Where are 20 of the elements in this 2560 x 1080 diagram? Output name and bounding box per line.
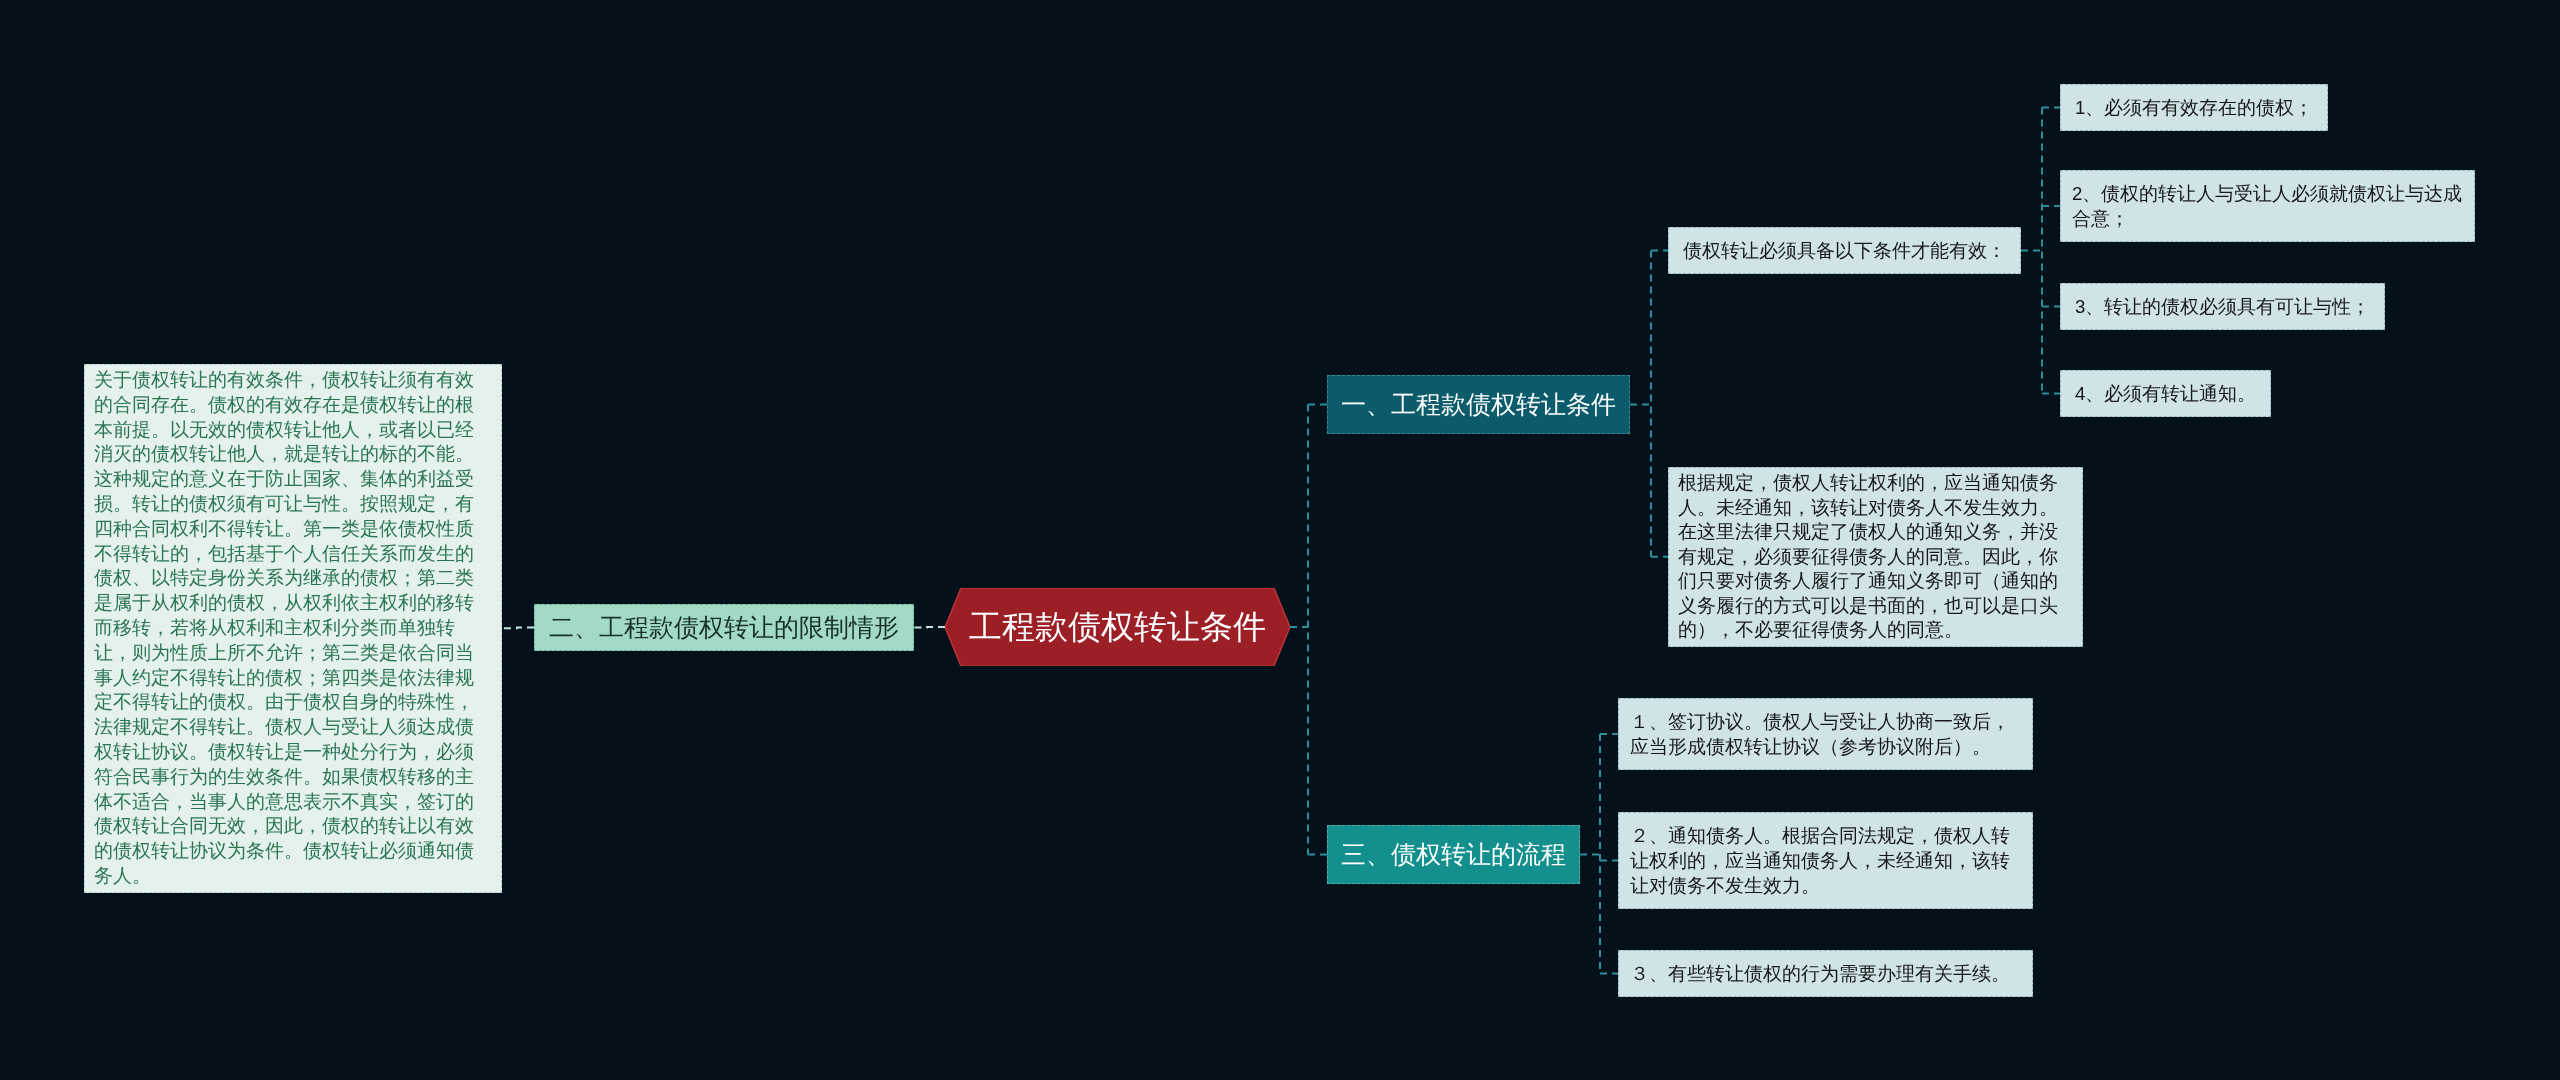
central-topic: 工程款债权转让条件 [945,588,1290,666]
connector [1629,249,1669,558]
branch-topic: 二、工程款债权转让的限制情形 [534,604,914,651]
branch-topic: 一、工程款债权转让条件 [1327,375,1630,434]
subtopic-box: 4、必须有转让通知。 [2060,370,2272,417]
subtopic-box: 3、转让的债权必须具有可让与性； [2060,283,2386,330]
connector [1579,733,1619,975]
branch-topic: 三、债权转让的流程 [1327,825,1580,884]
subtopic-box: 2、债权的转让人与受让人必须就债权让与达成合意； [2060,170,2475,242]
connector [501,626,535,630]
subtopic-box: 1、必须有有效存在的债权； [2060,84,2329,131]
subtopic-box: 债权转让必须具备以下条件才能有效： [1668,227,2021,274]
text-block: 关于债权转让的有效条件，债权转让须有有效的合同存在。债权的有效存在是债权转让的根本前提。以无效的债权转让他人，或者以已经消灭的债权转让他人，就是转让的标的不能。这种规定的意义在于防止国家、集体的利益受损。转让的债权须有可让与性。按照规定，有四种合同权利不得转让。第一类是依债权性质不得转让的，包括基于个人信任关系而发生的债权、以特定身份关系为继承的债权；第二类是属于从权利的债权，从权利依主权利的移转而移转，若将从权利和主权利分类而单独转让，则为性质上所不允许；第三类是依合同当事人约定不得转让的债权；第四类是依法律规定不得转让的债权。由于债权自身的特殊性，法律规定不得转让。债权人与受让人须达成债权转让协议。债权转让是一种处分行为，必须符合民事行为的生效条件。如果债权转移的主体不适合，当事人的意思表示不真实，签订的债权转让合同无效，因此，债权的转让以有效的债权转让协议为条件。债权转让必须通知债务人。 [84,364,502,893]
subtopic-box: １、签订协议。债权人与受让人协商一致后，应当形成债权转让协议（参考协议附后）。 [1618,698,2033,770]
connector [2020,106,2061,395]
subtopic-box: ３、有些转让债权的行为需要办理有关手续。 [1618,950,2033,997]
connector [1289,403,1328,856]
subtopic-box: ２、通知债务人。根据合同法规定，债权人转让权利的，应当通知债务人，未经通知，该转让对债务不发生效力。 [1618,812,2033,909]
connector [913,626,946,629]
note-box: 根据规定，债权人转让权利的，应当通知债务人。未经通知，该转让对债务人不发生效力。在这里法律只规定了债权人的通知义务，并没有规定，必须要征得债务人的同意。因此，你们只要对债务人履行了通知义务即可（通知的义务履行的方式可以是书面的，也可以是口头的），不必要征得债务人的同意。 [1668,467,2083,647]
